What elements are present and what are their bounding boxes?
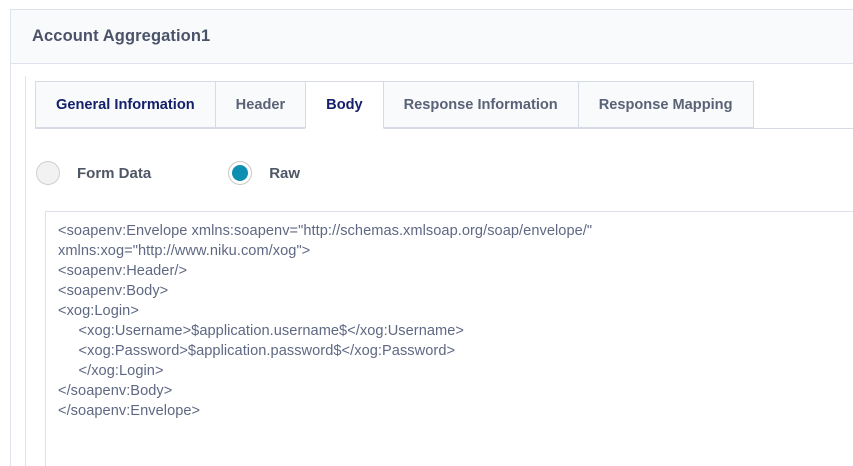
radio-unchecked-icon[interactable] [36,161,60,185]
tab-label: Response Mapping [598,96,733,113]
tab-header[interactable]: Header [214,81,306,128]
tab-label: Response Information [403,96,558,113]
raw-body-textarea[interactable]: <soapenv:Envelope xmlns:soapenv="http://… [45,211,853,466]
tab-label: Header [235,96,286,113]
tab-response-mapping[interactable]: Response Mapping [577,81,754,128]
tab-general-information[interactable]: General Information [35,81,215,128]
body-format-radio-group: Form Data Raw [36,156,300,190]
tab-label: Body [326,97,363,113]
radio-label-form-data: Form Data [77,164,152,182]
radio-checked-icon[interactable] [228,161,253,185]
tab-body[interactable]: Body [305,81,384,129]
panel-header: Account Aggregation1 [11,10,853,64]
radio-option-raw[interactable]: Raw [228,161,300,185]
tab-label: General Information [56,96,195,113]
tab-response-information[interactable]: Response Information [383,81,578,128]
page-title: Account Aggregation1 [32,27,211,45]
raw-body-content: <soapenv:Envelope xmlns:soapenv="http://… [58,223,593,419]
radio-option-form-data[interactable]: Form Data [36,161,151,185]
radio-label-raw: Raw [269,164,301,182]
tab-strip: General Information Header Body Response… [35,81,853,129]
